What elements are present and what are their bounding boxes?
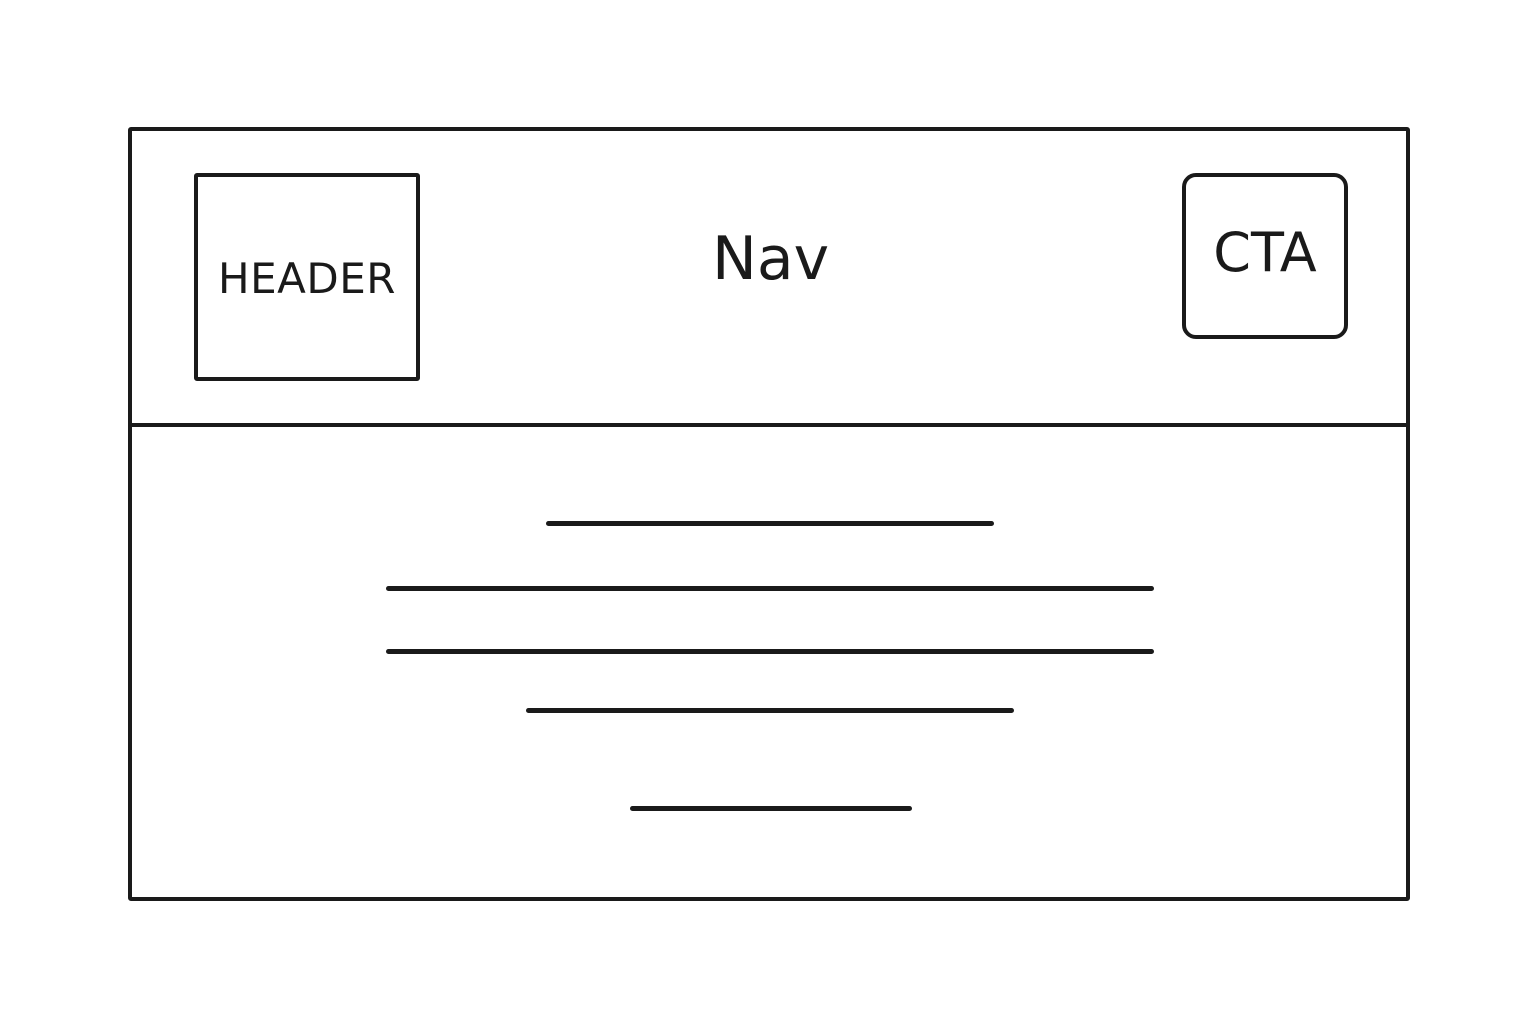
cta-button[interactable]: CTA <box>1182 173 1348 339</box>
content-line-4 <box>526 708 1014 713</box>
content-line-1 <box>546 521 994 526</box>
header-logo-label: HEADER <box>218 253 396 303</box>
content-line-5 <box>630 806 912 811</box>
header-section: HEADER Nav CTA <box>132 131 1406 427</box>
content-line-3 <box>386 649 1154 654</box>
cta-label: CTA <box>1213 220 1317 284</box>
nav-label[interactable]: Nav <box>712 224 830 294</box>
page-frame: HEADER Nav CTA <box>128 127 1410 901</box>
header-logo-box: HEADER <box>194 173 420 381</box>
content-line-2 <box>386 586 1154 591</box>
